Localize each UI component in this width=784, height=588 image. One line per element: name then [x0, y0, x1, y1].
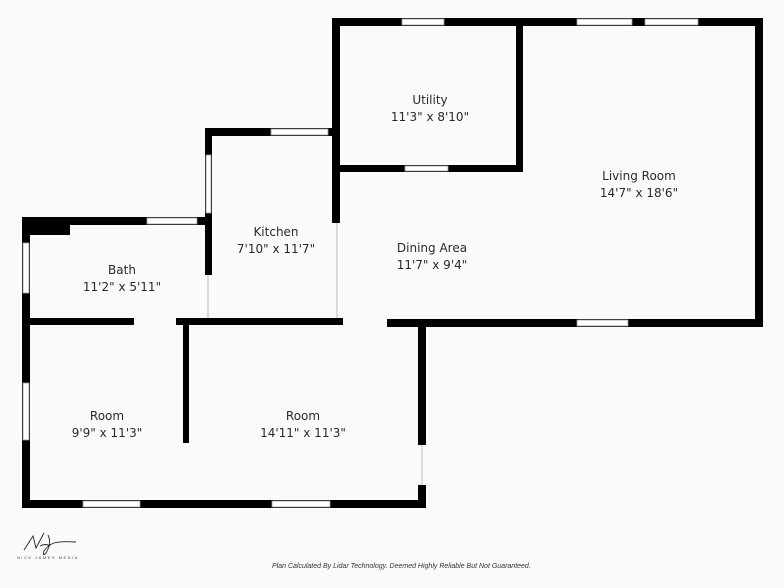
- footer-disclaimer: Plan Calculated By Lidar Technology. Dee…: [272, 563, 531, 570]
- logo-signature: [23, 532, 77, 556]
- windows: [22, 18, 699, 508]
- logo-text: NICK JAMES MEDIA: [17, 555, 79, 560]
- openings: [207, 223, 423, 485]
